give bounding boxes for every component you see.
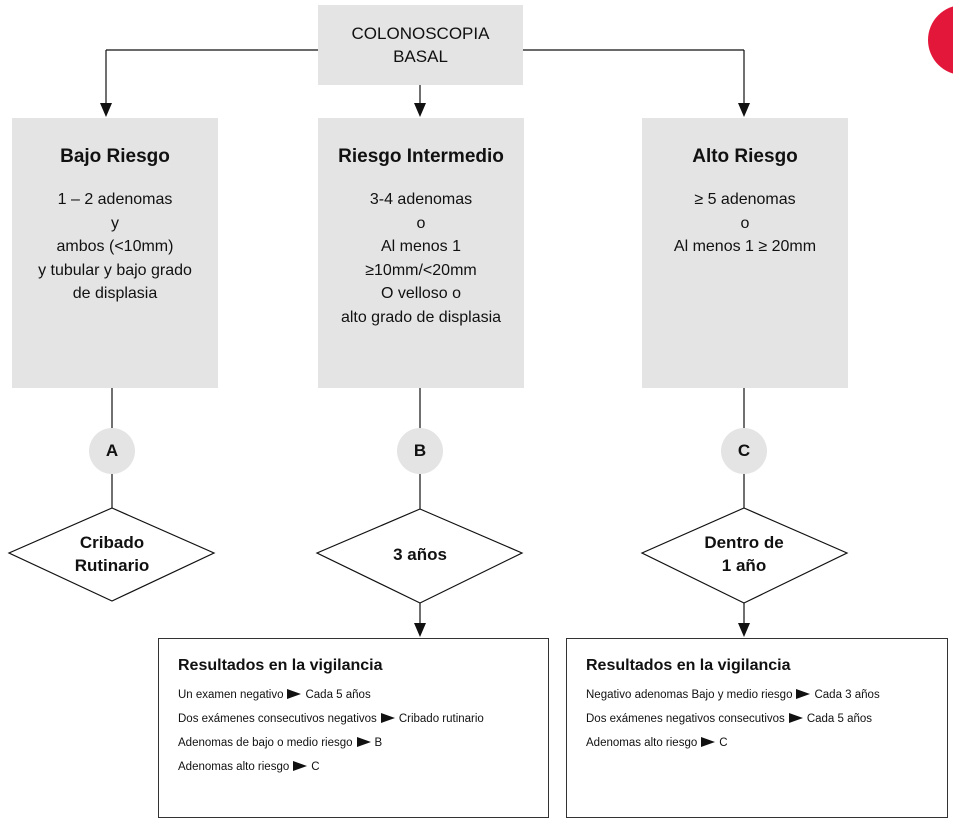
criteria-line: y: [111, 214, 119, 232]
marker-a: A: [89, 428, 135, 474]
decision-label-b: 3 años: [340, 543, 500, 566]
result-outcome: Cada 5 años: [305, 689, 371, 702]
criteria-line: alto grado de displasia: [340, 308, 502, 326]
decision-label-a: Cribado Rutinario: [32, 531, 192, 577]
surveillance-results-c: Resultados en la vigilancia Negativo ade…: [566, 638, 948, 818]
arrow-right-icon: [287, 689, 302, 699]
result-condition: Adenomas de bajo o medio riesgo: [178, 737, 353, 750]
risk-title: Alto Riesgo: [692, 146, 798, 167]
result-outcome: Cribado rutinario: [398, 713, 484, 726]
risk-box-high: Alto Riesgo ≥ 5 adenomas o Al menos 1 ≥ …: [642, 118, 848, 388]
result-outcome: Cada 5 años: [806, 713, 873, 726]
result-item: Negativo adenomas Bajo y medio riesgo Cad…: [586, 689, 947, 701]
marker-c: C: [721, 428, 767, 474]
decision-diamond-c: [640, 507, 849, 604]
risk-criteria: 3-4 adenomas o Al menos 1 ≥10mm/<20mm O …: [341, 188, 501, 329]
result-condition: Un examen negativo: [178, 689, 284, 702]
result-item: Dos exámenes negativos consecutivos Cada …: [586, 713, 947, 725]
criteria-line: o: [740, 214, 750, 232]
criteria-line: ≥ 5 adenomas: [694, 191, 796, 208]
arrowhead-center: [414, 103, 426, 117]
risk-title: Riesgo Intermedio: [338, 146, 504, 167]
risk-criteria: ≥ 5 adenomas o Al menos 1 ≥ 20mm: [674, 188, 816, 259]
results-title: Resultados en la vigilancia: [586, 657, 791, 674]
decision-label-c: Dentro de 1 año: [664, 531, 824, 577]
criteria-line: Al menos 1 ≥ 20mm: [673, 238, 817, 255]
arrowhead-left: [100, 103, 112, 117]
surveillance-results-b: Resultados en la vigilancia Un examen ne…: [158, 638, 549, 818]
root-line-2: BASAL: [393, 47, 448, 66]
criteria-line: o: [416, 214, 426, 232]
risk-criteria: 1 – 2 adenomas y ambos (<10mm) y tubular…: [38, 188, 192, 306]
decision-line: 3 años: [393, 545, 447, 564]
result-item: Dos exámenes consecutivos negativos Criba…: [178, 713, 548, 725]
result-outcome: B: [374, 737, 383, 750]
risk-box-intermediate: Riesgo Intermedio 3-4 adenomas o Al meno…: [318, 118, 524, 388]
decision-line: Rutinario: [74, 556, 150, 575]
arrowhead-result-b: [414, 623, 426, 637]
result-item: Adenomas alto riesgo C: [586, 737, 947, 749]
decision-diamond-a: [7, 507, 216, 602]
arrow-right-icon: [796, 689, 811, 699]
arrow-right-icon: [380, 713, 395, 724]
arrowhead-right: [738, 103, 750, 117]
criteria-line: Al menos 1: [380, 238, 462, 255]
arrow-right-icon: [356, 737, 371, 748]
criteria-line: ambos (<10mm): [56, 238, 174, 255]
marker-b: B: [397, 428, 443, 474]
result-outcome: C: [719, 737, 728, 750]
result-condition: Dos exámenes negativos consecutivos: [586, 713, 785, 726]
arrow-right-icon: [788, 713, 803, 724]
criteria-line: O velloso o: [380, 285, 462, 302]
result-condition: Adenomas alto riesgo: [586, 737, 698, 750]
decision-line: Cribado: [79, 533, 145, 552]
root-box: COLONOSCOPIA BASAL: [318, 5, 523, 85]
decision-line: 1 año: [721, 556, 767, 575]
result-condition: Dos exámenes consecutivos negativos: [178, 713, 377, 726]
results-title: Resultados en la vigilancia: [178, 657, 383, 674]
root-line-1: COLONOSCOPIA: [351, 24, 490, 43]
arrowhead-result-c: [738, 623, 750, 637]
criteria-line: de displasia: [72, 285, 158, 302]
arrow-right-icon: [293, 761, 308, 772]
decision-line: Dentro de: [704, 533, 784, 552]
result-condition: Adenomas alto riesgo: [178, 761, 290, 774]
criteria-line: 1 – 2 adenomas: [57, 191, 173, 208]
arrow-right-icon: [701, 737, 716, 748]
risk-title: Bajo Riesgo: [60, 146, 170, 167]
decision-diamond-b: [315, 508, 524, 604]
risk-box-low: Bajo Riesgo 1 – 2 adenomas y ambos (<10m…: [12, 118, 218, 388]
result-outcome: Cada 3 años: [814, 689, 880, 702]
criteria-line: 3-4 adenomas: [369, 191, 473, 208]
result-item: Un examen negativo Cada 5 años: [178, 689, 548, 701]
result-condition: Negativo adenomas Bajo y medio riesgo: [586, 689, 793, 702]
criteria-line: ≥10mm/<20mm: [365, 261, 477, 279]
criteria-line: y tubular y bajo grado: [38, 261, 192, 279]
result-item: Adenomas alto riesgo C: [178, 761, 548, 773]
result-item: Adenomas de bajo o medio riesgo B: [178, 737, 548, 749]
result-outcome: C: [311, 761, 320, 774]
